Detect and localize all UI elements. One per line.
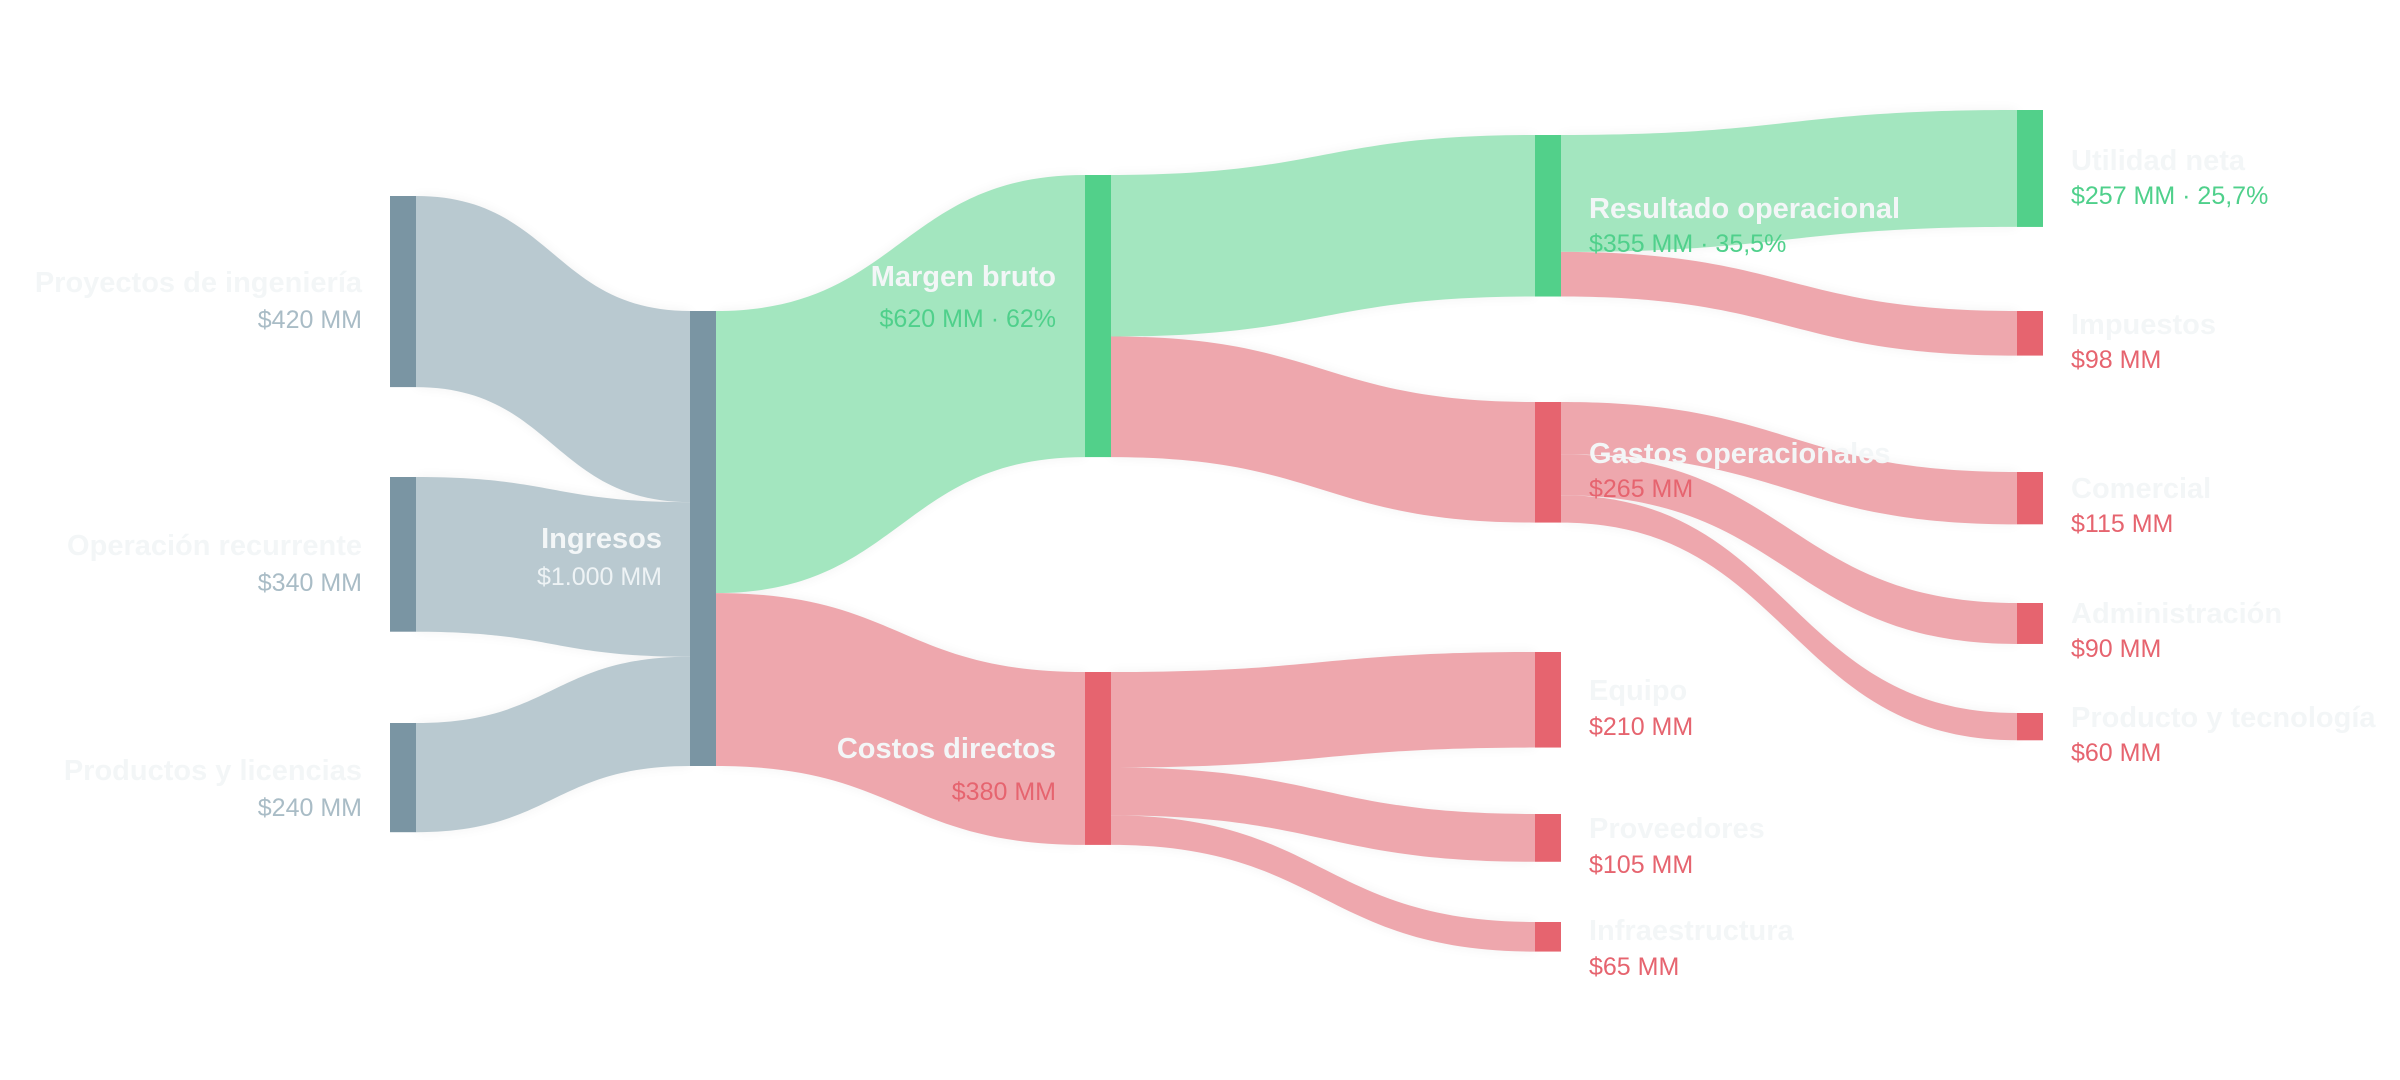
node-label-proveedores: Proveedores <box>1589 813 1765 845</box>
node-ingresos <box>690 311 716 766</box>
link-costos-infra <box>1111 815 1535 952</box>
node-label-margen: Margen bruto <box>871 261 1056 293</box>
node-value-impuestos: $98 MM <box>2071 346 2161 374</box>
node-label-producto_tec: Producto y tecnología <box>2071 702 2376 734</box>
node-impuestos <box>2017 311 2043 356</box>
node-value-proveedores: $105 MM <box>1589 851 1693 879</box>
link-costos-proveedores <box>1111 767 1535 862</box>
node-value-gastos: $265 MM <box>1589 475 1693 503</box>
node-resultado <box>1535 135 1561 297</box>
node-value-costos: $380 MM <box>952 778 1056 806</box>
node-comercial <box>2017 472 2043 525</box>
node-label-ingresos: Ingresos <box>541 523 662 555</box>
node-value-utilidad: $257 MM · 25,7% <box>2071 182 2268 210</box>
link-gastos-comercial <box>1561 402 2017 525</box>
nodes-layer <box>390 110 2043 952</box>
link-margen-gastos <box>1111 336 1535 523</box>
node-value-proyectos: $420 MM <box>258 306 362 334</box>
node-value-productos: $240 MM <box>258 794 362 822</box>
node-administracion <box>2017 603 2043 644</box>
node-value-comercial: $115 MM <box>2071 510 2173 538</box>
node-value-administracion: $90 MM <box>2071 635 2161 663</box>
node-value-operacion: $340 MM <box>258 569 362 597</box>
node-value-resultado: $355 MM · 35,5% <box>1589 230 1786 258</box>
link-margen-resultado <box>1111 135 1535 337</box>
link-costos-equipo <box>1111 652 1535 768</box>
node-equipo <box>1535 652 1561 748</box>
node-value-margen: $620 MM · 62% <box>880 305 1056 333</box>
node-label-impuestos: Impuestos <box>2071 309 2216 341</box>
node-label-costos: Costos directos <box>837 733 1056 765</box>
node-label-comercial: Comercial <box>2071 473 2211 505</box>
node-margen <box>1085 175 1111 458</box>
node-operacion <box>390 477 416 632</box>
node-value-ingresos: $1.000 MM <box>537 563 662 591</box>
node-gastos <box>1535 402 1561 523</box>
link-productos-ingresos <box>416 656 690 833</box>
link-resultado-utilidad <box>1561 110 2017 252</box>
node-label-operacion: Operación recurrente <box>67 530 362 562</box>
node-proveedores <box>1535 814 1561 862</box>
node-value-producto_tec: $60 MM <box>2071 739 2161 767</box>
node-value-infra: $65 MM <box>1589 953 1679 981</box>
labels-layer: Proyectos de ingeniería $420 MM Operación … <box>35 145 2377 981</box>
node-value-equipo: $210 MM <box>1589 713 1693 741</box>
node-label-productos: Productos y licencias <box>64 755 362 787</box>
link-ingresos-costos <box>716 593 1085 845</box>
node-proyectos <box>390 196 416 388</box>
link-operacion-ingresos <box>416 477 690 657</box>
link-ingresos-margen <box>716 175 1085 594</box>
node-producto_tec <box>2017 713 2043 741</box>
node-label-utilidad: Utilidad neta <box>2071 145 2246 177</box>
node-label-infra: Infraestructura <box>1589 915 1795 947</box>
node-label-proyectos: Proyectos de ingeniería <box>35 267 363 299</box>
node-label-resultado: Resultado operacional <box>1589 193 1900 225</box>
node-infra <box>1535 922 1561 952</box>
link-resultado-impuestos <box>1561 251 2017 356</box>
link-gastos-producto_tec <box>1561 495 2017 741</box>
links-layer <box>416 110 2017 952</box>
node-label-gastos: Gastos operacionales <box>1589 438 1890 470</box>
node-label-equipo: Equipo <box>1589 675 1687 707</box>
link-gastos-administracion <box>1561 454 2017 644</box>
node-productos <box>390 723 416 833</box>
node-utilidad <box>2017 110 2043 227</box>
node-label-administracion: Administración <box>2071 598 2282 630</box>
link-proyectos-ingresos <box>416 196 690 503</box>
node-costos <box>1085 672 1111 845</box>
